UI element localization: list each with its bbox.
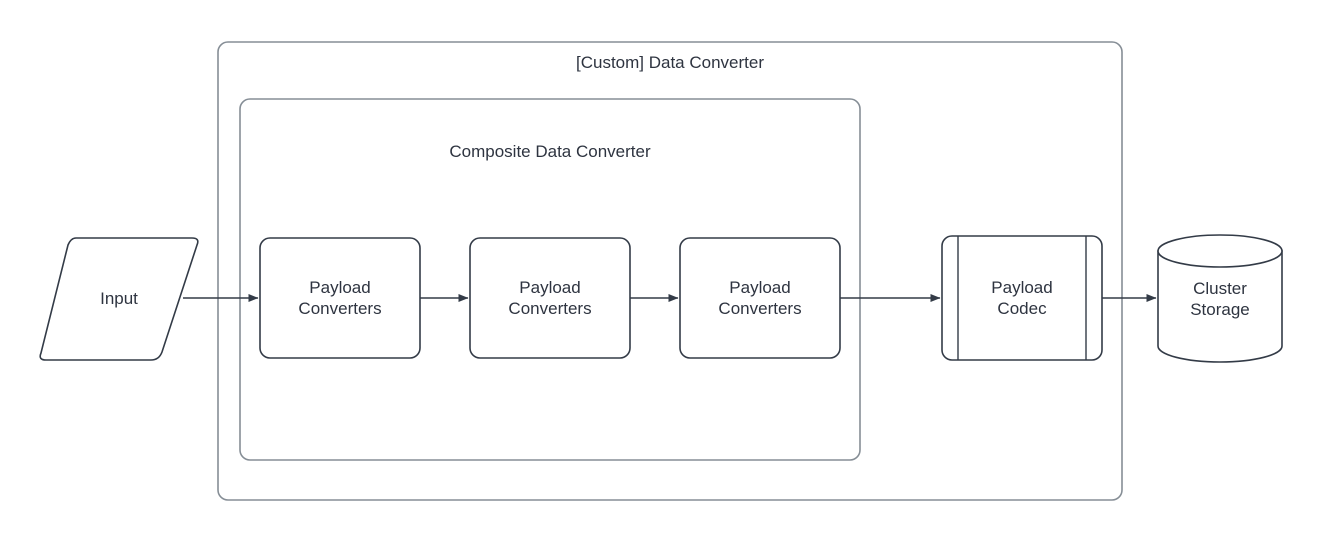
node-payload-converters-1[interactable] [259,237,421,359]
cluster-storage-top [1157,234,1283,268]
cluster-storage-body [1157,250,1283,363]
node-payload-codec[interactable] [941,235,1103,361]
node-payload-converters-2[interactable] [469,237,631,359]
container-title-custom-data-converter: [Custom] Data Converter [575,53,764,72]
payload-codec-body [941,235,1103,361]
node-input-outline[interactable] [39,237,199,361]
container-title-composite-data-converter: Composite Data Converter [449,142,651,161]
node-payload-converters-3[interactable] [679,237,841,359]
node-cluster-storage[interactable] [1157,234,1283,363]
